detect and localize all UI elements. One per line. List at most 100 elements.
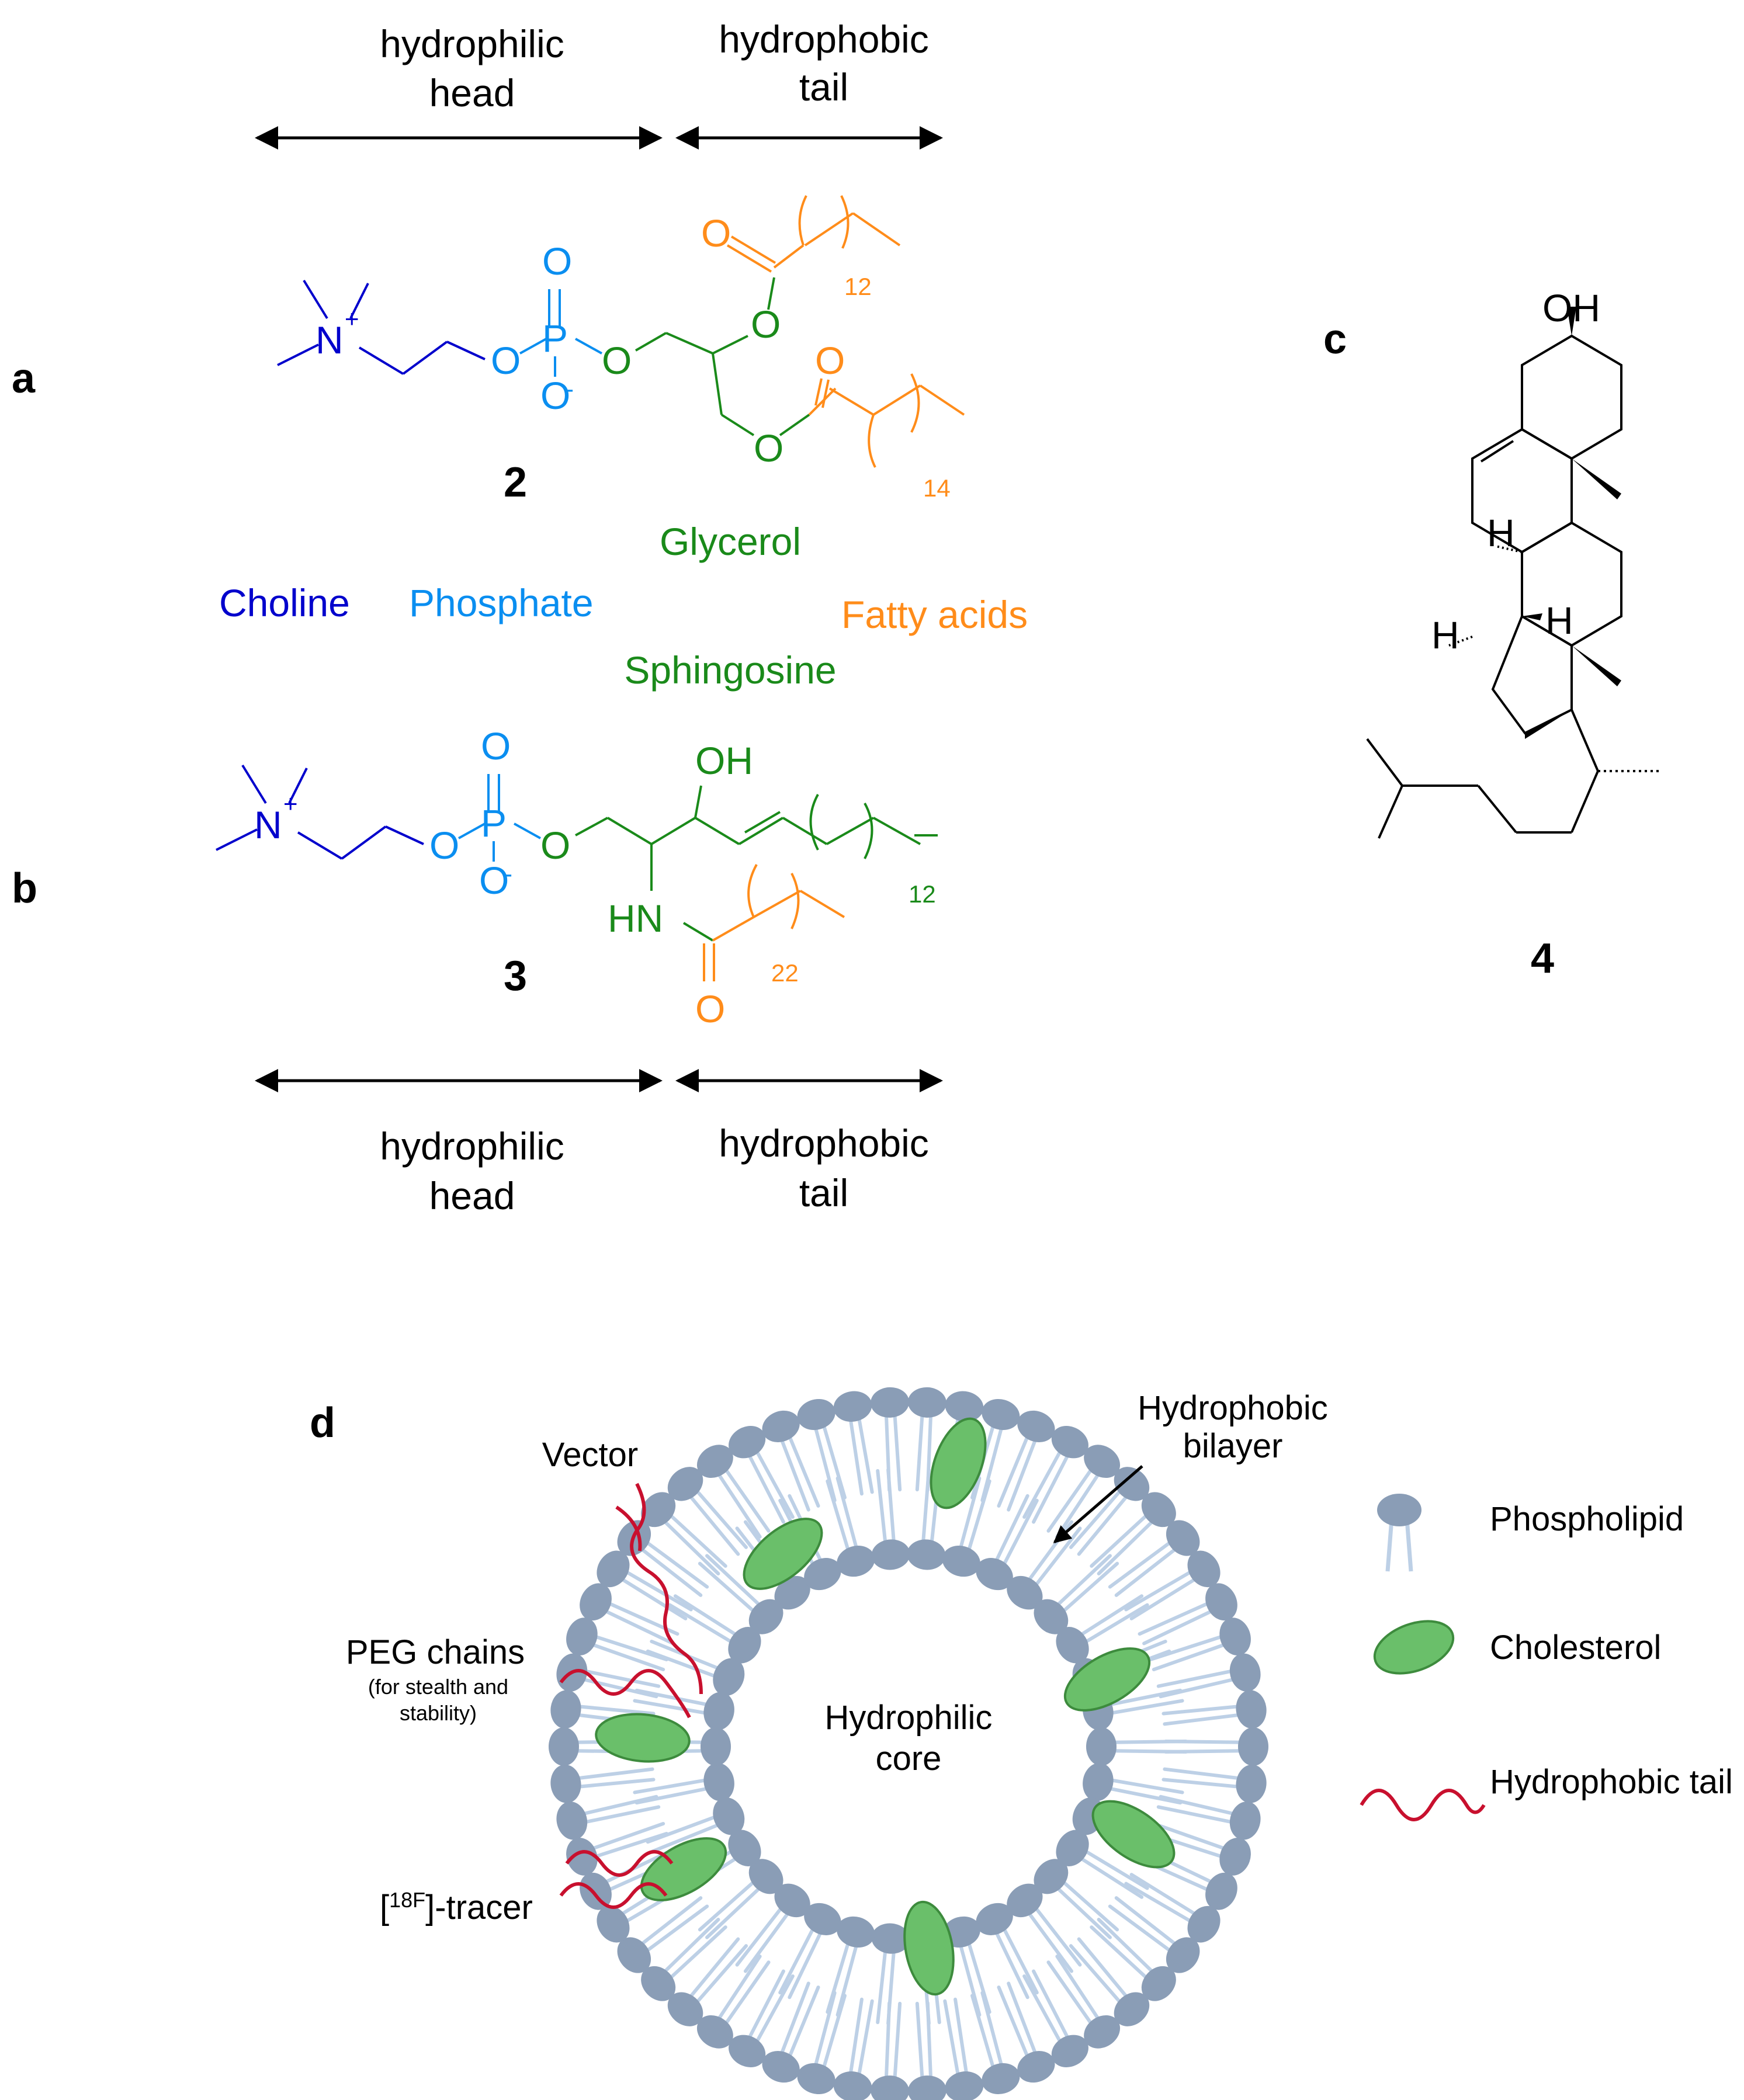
o-ester-3: O xyxy=(429,824,459,867)
lipid-head xyxy=(1017,1410,1055,1442)
legend-phospholipid-icon xyxy=(1377,1494,1421,1572)
lipid-head xyxy=(667,1992,703,2026)
lipid-head xyxy=(556,1802,588,1840)
lipid-head xyxy=(1034,1859,1069,1894)
lipid-head xyxy=(1219,1617,1251,1655)
top-tail-label: tail xyxy=(799,65,848,109)
lipid-head xyxy=(762,1410,800,1442)
lipid-head xyxy=(729,1426,766,1459)
lipid-head xyxy=(1229,1653,1261,1692)
peg-chains xyxy=(559,1483,703,1909)
lipid-head xyxy=(833,1391,872,1422)
lipid-head xyxy=(871,2075,910,2100)
cholesterol-molecule xyxy=(1091,1800,1176,1869)
lipid-head xyxy=(942,1546,980,1577)
bilayer-arrow xyxy=(1053,1465,1143,1543)
liposome xyxy=(549,1387,1268,2100)
o-glycerol-b-2: O xyxy=(751,303,781,346)
legend-tail-label: Hydrophobic tail xyxy=(1490,1763,1733,1801)
lipid-head xyxy=(1166,1937,1200,1973)
legend: Phospholipid Cholesterol Hydrophobic tai… xyxy=(1360,1494,1733,1821)
tracer-label: [18F]-tracer xyxy=(380,1888,533,1927)
n-atom-3: N xyxy=(254,803,282,846)
cholesterol-molecule xyxy=(1063,1647,1151,1712)
peg-label: PEG chains xyxy=(346,1633,525,1671)
legend-cholesterol-icon xyxy=(1373,1620,1455,1675)
lipid-head xyxy=(976,1903,1013,1935)
lipid-head xyxy=(804,1558,841,1591)
lipid-head xyxy=(1187,1905,1221,1943)
structure-4 xyxy=(1366,307,1659,839)
n-charge-3: + xyxy=(283,790,298,817)
lipid-head xyxy=(1114,1467,1150,1501)
lipid-head xyxy=(597,1905,630,1943)
lipid-head xyxy=(550,1690,581,1729)
lipid-head xyxy=(871,1539,910,1570)
lipid-head xyxy=(797,2063,835,2095)
lipid-head xyxy=(1007,1883,1043,1918)
lipid-head xyxy=(713,1658,745,1696)
lipid-head xyxy=(945,1391,984,1422)
lipid-head xyxy=(1086,1727,1117,1766)
lipid-head xyxy=(1205,1872,1237,1910)
fatty-acids-label: Fatty acids xyxy=(841,593,1028,636)
bottom-hydrophobic-label: hydrophobic xyxy=(719,1122,929,1165)
fatty-acid-bonds-3 xyxy=(703,864,845,981)
core-label-2: core xyxy=(876,1740,942,1778)
o-minus-2: O xyxy=(540,374,570,417)
lipid-head xyxy=(1084,1445,1121,1478)
tracer-chain-1 xyxy=(565,1850,674,1877)
glycerol-bonds-2 xyxy=(635,277,810,436)
lipid-head xyxy=(1205,1583,1237,1621)
lipid-head xyxy=(580,1872,612,1910)
chain-n22-3: 22 xyxy=(771,959,799,987)
bottom-hydrophilic-label: hydrophilic xyxy=(380,1124,564,1168)
lipid-head xyxy=(549,1727,579,1766)
lipid-head xyxy=(566,1617,598,1655)
structure-2: N + O O P O - O O O xyxy=(277,195,965,506)
lipid-head xyxy=(1051,1426,1088,1459)
lipid-head xyxy=(907,1539,946,1570)
legend-cholesterol-label: Cholesterol xyxy=(1490,1629,1661,1667)
compound-number-3: 3 xyxy=(504,953,527,999)
lipid-head xyxy=(982,1398,1020,1431)
p-atom-2: P xyxy=(542,317,568,360)
lipid-head xyxy=(1166,1520,1200,1556)
bilayer-label-1: Hydrophobic xyxy=(1138,1389,1328,1427)
h-atom-a-4: H xyxy=(1487,511,1515,554)
lipid-head xyxy=(945,2071,984,2100)
o-carbonyl-a-2: O xyxy=(701,211,731,255)
choline-label: Choline xyxy=(219,581,350,624)
lipid-head xyxy=(1051,2035,1088,2067)
o-minus-3: O xyxy=(479,859,509,902)
peg-chain xyxy=(559,1669,691,1719)
bottom-head-label: head xyxy=(429,1174,515,1217)
o-charge-2: - xyxy=(566,375,574,402)
p-atom-3: P xyxy=(481,801,507,845)
lipid-head xyxy=(1017,2051,1055,2083)
peg-note-2: stability) xyxy=(400,1701,477,1725)
lipid-head xyxy=(837,1546,875,1577)
lipid-head xyxy=(703,1692,734,1731)
lipid-head xyxy=(641,1966,676,2001)
lipid-head xyxy=(762,2051,800,2083)
o-charge-3: - xyxy=(504,860,512,887)
lipid-head xyxy=(748,1859,783,1894)
lipid-head xyxy=(833,2071,872,2100)
lipid-head xyxy=(1114,1992,1150,2026)
legend-phospholipid-label: Phospholipid xyxy=(1490,1500,1684,1538)
top-hydrophilic-label: hydrophilic xyxy=(380,22,564,65)
tracer-chain-2 xyxy=(559,1882,668,1909)
lipid-head xyxy=(748,1599,783,1634)
lipid-head xyxy=(907,1387,946,1418)
vector-chain-1 xyxy=(630,1483,703,1695)
o-double-2: O xyxy=(542,239,572,283)
top-head-label: head xyxy=(429,71,515,114)
hn-sphingo-3: HN xyxy=(608,897,663,940)
lipid-head xyxy=(1007,1575,1043,1610)
fatty-acid-bonds-2 xyxy=(726,195,965,468)
lipid-head xyxy=(729,2035,766,2067)
lipid-head xyxy=(1219,1838,1251,1876)
o-glycerol-c-2: O xyxy=(754,426,783,470)
